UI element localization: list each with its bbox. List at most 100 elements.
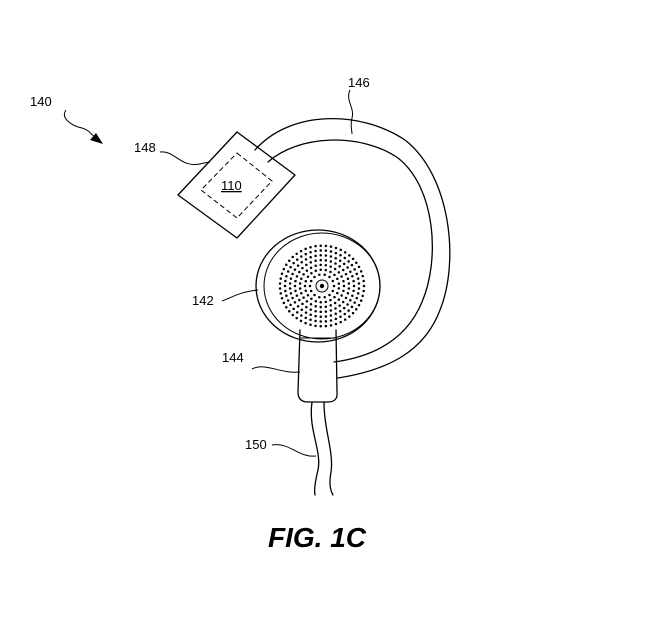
- grille-dot: [303, 284, 307, 288]
- grille-dot: [304, 279, 308, 283]
- grille-dot: [337, 271, 341, 274]
- grille-dot: [342, 262, 346, 266]
- grille-dot: [291, 296, 294, 300]
- grille-dot: [336, 277, 339, 281]
- grille-dot: [314, 269, 318, 273]
- grille-dot: [362, 289, 365, 293]
- grille-dot: [299, 249, 303, 253]
- grille-dot: [343, 256, 347, 260]
- grille-dot: [291, 272, 294, 276]
- grille-dot: [305, 305, 308, 309]
- grille-dot: [324, 320, 328, 323]
- grille-dot: [337, 287, 341, 290]
- grille-dot: [314, 244, 317, 248]
- grille-dot: [344, 296, 348, 300]
- grille-dot: [314, 304, 317, 308]
- grille-dot: [288, 310, 291, 313]
- grille-dot: [329, 245, 333, 248]
- figure-caption: FIG. 1C: [268, 522, 367, 553]
- label-148: 148: [134, 140, 156, 155]
- grille-dot: [283, 284, 287, 288]
- grille-dot: [353, 268, 356, 271]
- grille-dot: [293, 268, 297, 271]
- grille-dot: [285, 263, 288, 267]
- grille-dot: [300, 308, 304, 312]
- grille-dot: [339, 320, 342, 324]
- grille-dot: [282, 301, 286, 305]
- grille-dot: [314, 259, 317, 263]
- grille-dot: [338, 265, 341, 268]
- grille-dot: [324, 259, 328, 262]
- grille-dot: [331, 279, 335, 283]
- grille-dot: [278, 287, 282, 290]
- grille-dot: [359, 299, 363, 302]
- grille-dot: [284, 279, 287, 283]
- grille-dot: [352, 279, 355, 283]
- grille-dot: [356, 292, 360, 295]
- grille-dot: [299, 319, 303, 323]
- grille-dot: [294, 289, 297, 293]
- grille-dot: [300, 255, 303, 258]
- ear-hook: [254, 118, 451, 379]
- grille-dot: [324, 315, 328, 318]
- grille-dot: [319, 301, 322, 304]
- grille-dot: [357, 287, 361, 290]
- grille-dot: [347, 287, 351, 290]
- grille-dot: [351, 311, 355, 315]
- grille-dot: [338, 304, 341, 307]
- grille-dot: [319, 258, 322, 262]
- grille-dot: [293, 301, 297, 304]
- grille-dot: [334, 312, 337, 315]
- grille-dot: [309, 313, 312, 316]
- grille-dot: [329, 319, 333, 322]
- grille-dot: [302, 273, 305, 276]
- grille-dot: [319, 305, 322, 309]
- grille-dot: [295, 252, 298, 256]
- grille-dot: [319, 254, 322, 257]
- grille-dot: [295, 311, 299, 314]
- grille-dot: [332, 284, 336, 288]
- grille-dot: [305, 269, 309, 272]
- grille-dot: [289, 303, 292, 307]
- grille-dot: [319, 249, 322, 252]
- grille-dot: [304, 289, 308, 293]
- label-140: 140: [30, 94, 52, 109]
- grille-dot: [343, 312, 347, 316]
- grille-dot: [309, 266, 313, 269]
- grille-dot: [353, 301, 356, 304]
- grille-dot: [298, 270, 301, 274]
- grille-dot: [305, 263, 308, 267]
- grille-dot: [305, 300, 309, 303]
- grille-dot: [309, 256, 312, 259]
- grille-dot: [309, 303, 313, 306]
- grille-dot: [295, 258, 299, 261]
- grille-dot: [346, 277, 350, 280]
- grille-dot: [342, 284, 346, 288]
- grille-dot: [314, 264, 317, 268]
- grille-dot: [304, 311, 308, 314]
- grille-dot: [347, 309, 350, 312]
- grille-dot: [314, 309, 317, 313]
- grille-dot: [304, 252, 308, 256]
- grille-dot: [329, 309, 333, 312]
- grille-dot: [329, 255, 333, 258]
- grille-dot: [339, 253, 342, 257]
- grille-dot: [351, 257, 355, 261]
- grille-dot: [339, 315, 342, 319]
- grille-dot: [314, 249, 317, 253]
- grille-dot: [308, 284, 312, 288]
- grille-dot: [310, 271, 313, 275]
- grille-dot: [329, 270, 332, 274]
- grille-dot: [334, 322, 338, 326]
- grille-dot: [314, 254, 317, 258]
- grille-dot: [349, 270, 352, 273]
- grille-dot: [285, 294, 288, 298]
- grille-dot: [286, 299, 290, 302]
- grille-dot: [295, 294, 299, 297]
- grille-dot: [357, 282, 361, 285]
- grille-dot: [279, 277, 282, 280]
- grille-dot: [362, 284, 366, 288]
- label-146: 146: [348, 75, 370, 90]
- speaker-grille: [278, 244, 366, 328]
- grille-dot: [324, 254, 328, 257]
